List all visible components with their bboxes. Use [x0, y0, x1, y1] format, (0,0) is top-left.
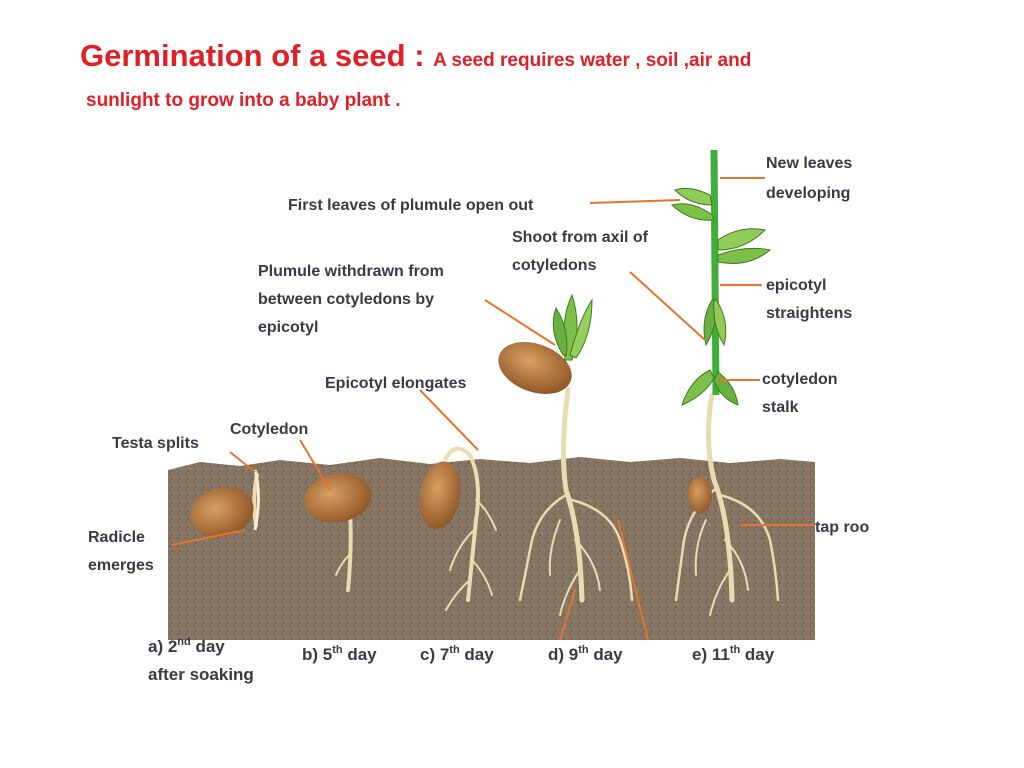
label-cotyledon-stalk-2: stalk [762, 399, 799, 416]
stage-caption-a: a) 2nd day [148, 636, 225, 656]
seed-d [498, 341, 572, 395]
stage-caption-c: c) 7th day [420, 644, 494, 664]
stage-caption-e: e) 11th day [692, 644, 775, 664]
label-shoot-axil-2: cotyledons [512, 257, 597, 274]
label-cotyledon-stalk-1: cotyledon [762, 371, 838, 388]
label-new-leaves-1: New leaves [766, 155, 852, 172]
title-line-2: sunlight to grow into a baby plant . [86, 90, 401, 111]
stage-caption-a-line2: after soaking [148, 665, 254, 684]
label-radicle-2: emerges [88, 557, 154, 574]
seed-e [688, 477, 712, 513]
label-radicle-1: Radicle [88, 529, 145, 546]
seeds [190, 341, 712, 537]
label-plumule-1: Plumule withdrawn from [258, 263, 444, 280]
pointer-lines [171, 177, 815, 641]
label-epicotyl-straightens-1: epicotyl [766, 277, 826, 294]
label-epicotyl-straightens-2: straightens [766, 305, 852, 322]
label-epicotyl-elongates: Epicotyl elongates [325, 375, 466, 392]
roots [252, 387, 780, 616]
stage-caption-d: d) 9th day [548, 644, 623, 664]
label-first-leaves: First leaves of plumule open out [288, 197, 534, 214]
label-testa-splits: Testa splits [112, 435, 199, 452]
label-plumule-3: epicotyl [258, 319, 318, 336]
label-new-leaves-2: developing [766, 185, 850, 202]
seed-b [304, 473, 372, 523]
label-shoot-axil-1: Shoot from axil of [512, 229, 649, 246]
label-plumule-2: between cotyledons by [258, 291, 434, 308]
page-title: Germination of a seed : A seed requires … [80, 38, 751, 74]
seed-a [190, 487, 254, 537]
title-main: Germination of a seed : [80, 38, 434, 73]
label-cotyledon: Cotyledon [230, 421, 308, 438]
title-rest: A seed requires water , soil ,air and [433, 50, 752, 71]
shoots [552, 149, 772, 406]
seed-c [419, 461, 461, 529]
stage-caption-b: b) 5th day [302, 644, 377, 664]
label-tap-root: tap roo [815, 519, 869, 536]
